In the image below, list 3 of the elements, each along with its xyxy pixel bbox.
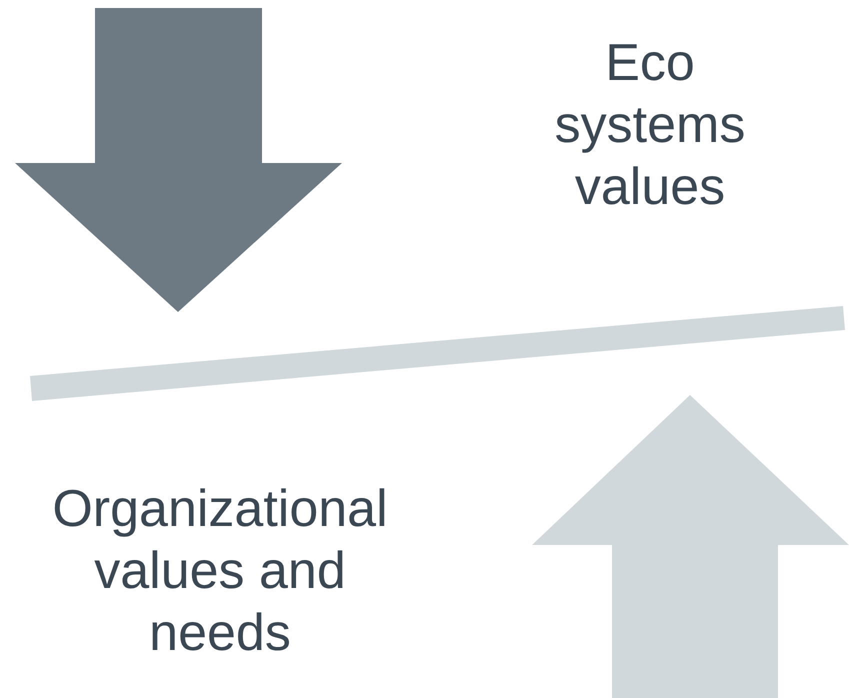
label-text: Organizational values and needs [51, 479, 389, 664]
label-text: Eco systems values [554, 33, 746, 218]
balance-beam [30, 306, 845, 401]
